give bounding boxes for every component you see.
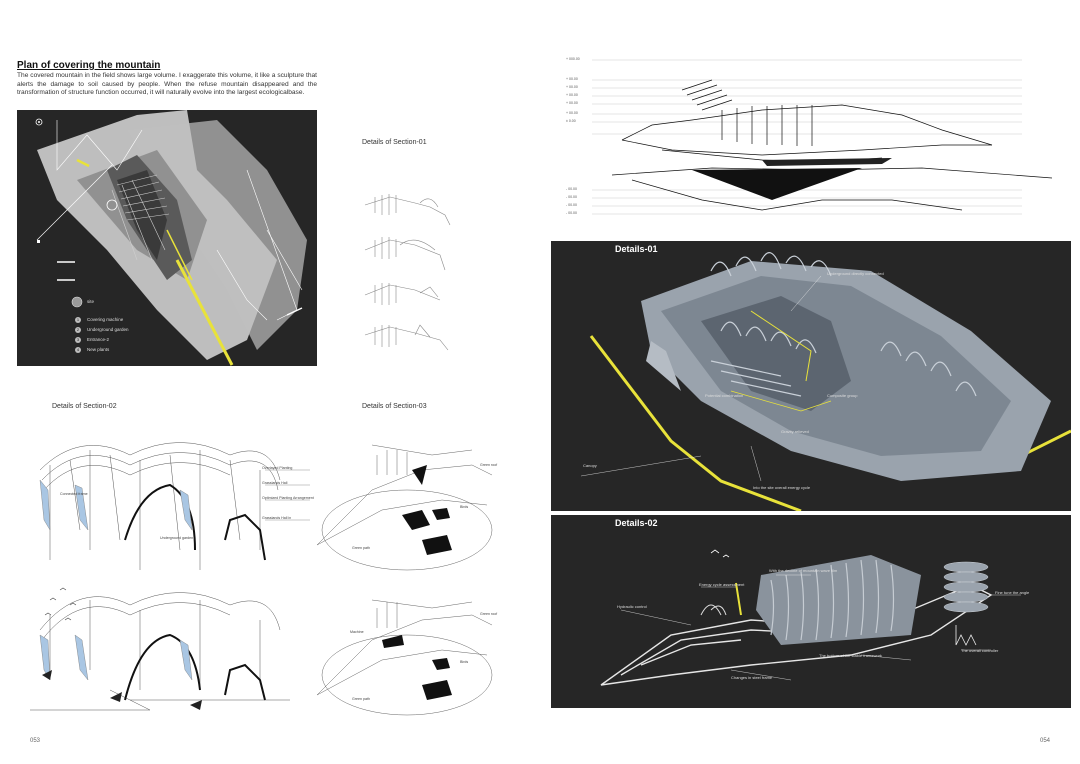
details02-note-7: Changes in steel frame <box>731 675 773 680</box>
elevation-label-9: - 00.00 <box>566 195 577 199</box>
section01-caption: Details of Section-01 <box>362 139 427 146</box>
page-title: Plan of covering the mountain <box>17 60 161 71</box>
details02-note-6: The bottom of the stable framework <box>819 653 882 658</box>
site-plan-panel: site 1 Covering machine 2 Underground ga… <box>17 110 317 366</box>
elevation-label-8: - 00.00 <box>566 187 577 191</box>
section02-note-3: Optimized Planting Arrangement <box>262 496 314 500</box>
section03-note-7: Machine <box>350 630 364 634</box>
section03-note-2: Green roof <box>480 612 498 616</box>
elevation-label-7: ± 0.00 <box>566 119 576 123</box>
details01-caption: Details-01 <box>615 244 658 254</box>
elevation-label-11: - 00.00 <box>566 211 577 215</box>
legend-item-3: Entrance-2 <box>87 337 110 342</box>
details01-render <box>580 252 1071 511</box>
page-number-right: 054 <box>1040 738 1051 744</box>
details01-note-4: Gravity relieved <box>781 429 809 434</box>
elevation-label-4: + 00.00 <box>566 93 578 97</box>
section02-note-1: Overlayed Planting <box>262 466 293 470</box>
section03-caption: Details of Section-03 <box>362 403 427 410</box>
details02-render <box>600 549 1021 686</box>
elevation-label-10: - 00.00 <box>566 203 577 207</box>
details02-note-1: Energy cycle assessment <box>699 582 745 587</box>
elevation-label-6: + 00.00 <box>566 111 578 115</box>
legend-num-4: 4 <box>75 347 81 353</box>
legend-num-3: 3 <box>75 337 81 343</box>
details02-caption: Details-02 <box>615 518 658 528</box>
section02-note-2: Grasslands Hall <box>262 481 288 485</box>
section03-note-3: Birds <box>460 505 469 509</box>
legend-item-4: New plants <box>87 347 110 352</box>
intro-paragraph: The covered mountain in the field shows … <box>17 72 317 97</box>
section02-note-6: Underground garden <box>160 536 194 540</box>
legend-item-1: Covering machine <box>87 317 124 322</box>
details01-panel: Details-01 Underground directly connecte… <box>551 241 1071 511</box>
details02-note-3: Hydraulic control <box>617 604 647 609</box>
legend-title: site <box>87 299 95 304</box>
section01-sketches <box>364 194 451 351</box>
elevation-label-2: + 00.00 <box>566 77 578 81</box>
section02-note-4: Grasslands Hall in <box>262 516 292 520</box>
details01-note-3: Composite group <box>827 393 858 398</box>
section03-note-5: Green path <box>352 546 370 550</box>
elevation-label-1: + 000.00 <box>566 57 580 61</box>
details02-note-2: With the decline of mountain wave film <box>769 568 838 573</box>
section02-sketches <box>30 442 310 711</box>
elevation-label-3: + 00.00 <box>566 85 578 89</box>
legend-item-2: Underground garden <box>87 327 129 332</box>
details01-note-1: Underground directly connected <box>827 271 884 276</box>
details01-note-6: Into the site overall energy cycle <box>753 485 811 490</box>
section03-note-6: Green path <box>352 697 370 701</box>
section03-note-1: Green roof <box>480 463 498 467</box>
elevation-drawing <box>592 59 1053 215</box>
legend-num-2: 2 <box>75 327 81 333</box>
section02-note-5: Connected frame <box>60 492 88 496</box>
details01-note-5: Canopy <box>583 463 597 468</box>
details02-note-5: The overall controller <box>961 648 999 653</box>
details02-panel: Details-02 Energy cycle assessment With … <box>551 515 1071 708</box>
details01-note-2: Potential combination <box>705 393 744 398</box>
site-plan-drawing <box>35 110 307 366</box>
section03-note-4: Birds <box>460 660 469 664</box>
elevation-label-5: + 00.00 <box>566 101 578 105</box>
legend-num-1: 1 <box>75 317 81 323</box>
page-number-left: 053 <box>30 738 41 744</box>
section02-caption: Details of Section-02 <box>52 403 117 410</box>
details02-note-4: Fine tune the angle <box>995 590 1030 595</box>
section03-sketches <box>316 444 493 716</box>
